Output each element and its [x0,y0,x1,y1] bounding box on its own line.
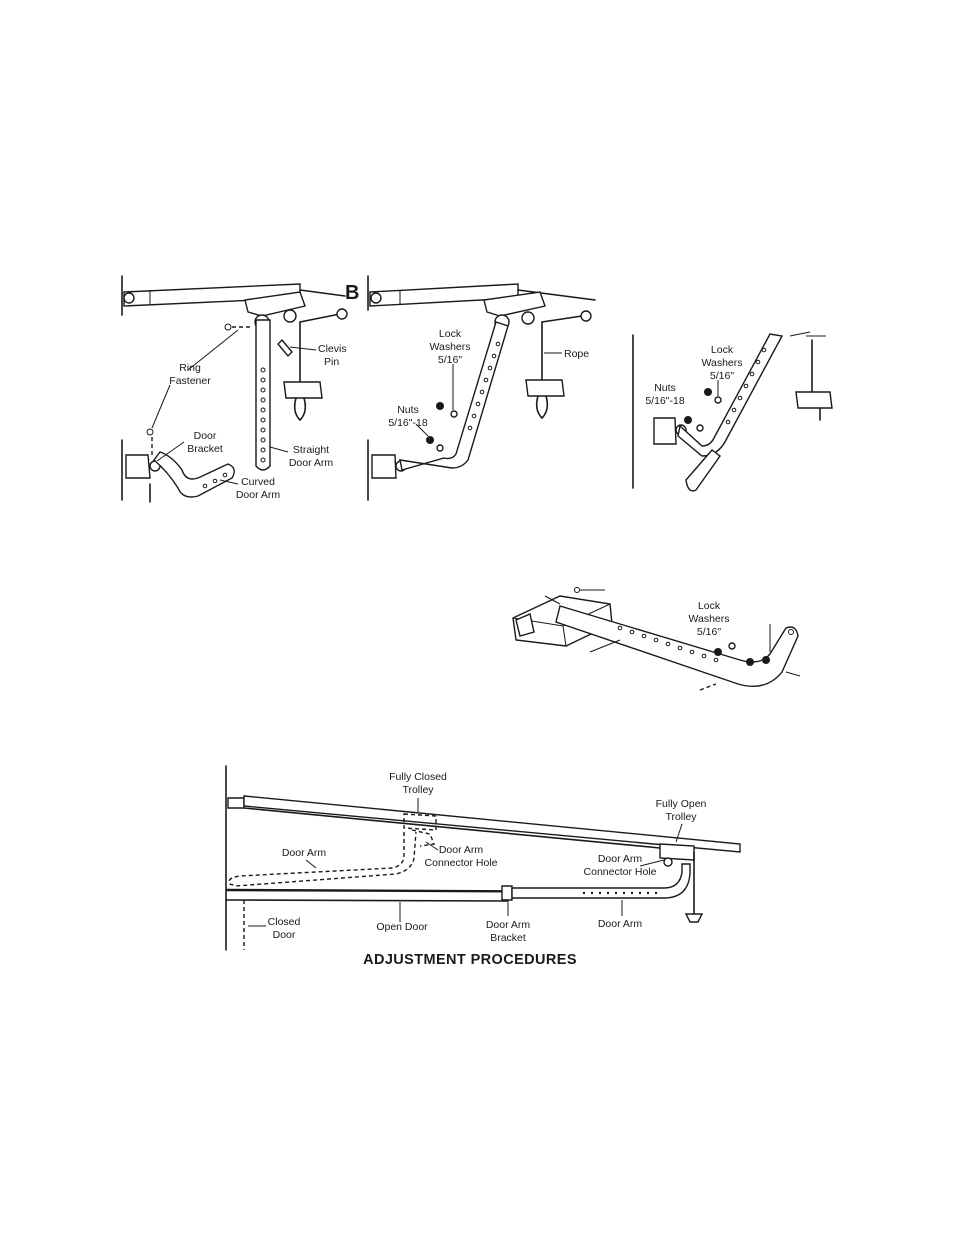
svg-text:5/16": 5/16" [697,626,721,638]
svg-text:Ring: Ring [179,362,201,374]
open-door-label: Open Door [376,921,428,933]
panel-e-arm-holes [582,891,658,895]
panel-c-lock-washers-label: Lock Washers 5/16" [701,344,742,382]
adjustment-procedures-caption: ADJUSTMENT PROCEDURES [363,952,577,968]
svg-text:5/16": 5/16" [710,370,734,382]
svg-text:5/16": 5/16" [438,354,462,366]
svg-text:Bracket: Bracket [187,443,223,455]
panel-b-lock-washers-label: Lock Washers 5/16" [429,328,470,366]
ring-fastener-label: Ring Fastener [169,362,211,387]
door-arm-bracket-label: Door Arm Bracket [486,919,531,944]
closed-door-label: Closed Door [268,916,301,941]
panel-c-nuts-label: Nuts 5/16"-18 [645,382,684,407]
svg-text:Straight: Straight [293,444,329,456]
curved-door-arm-label: Curved Door Arm [236,476,281,501]
svg-text:Trolley: Trolley [402,784,434,796]
door-arm-connector-left-label: Door Arm Connector Hole [425,844,498,869]
panel-c-arm-holes [725,347,767,425]
panel-b-arm-holes [467,341,501,431]
svg-text:Trolley: Trolley [665,811,697,823]
svg-text:Door Arm: Door Arm [439,844,484,856]
panel-letter-b: B [345,282,359,304]
svg-text:Connector Hole: Connector Hole [584,866,657,878]
door-bracket-label: Door Bracket [187,430,223,455]
svg-text:Door: Door [194,430,217,442]
svg-text:Bracket: Bracket [490,932,526,944]
svg-text:Door Arm: Door Arm [289,457,334,469]
svg-text:Nuts: Nuts [397,404,419,416]
panel-e-adjustment-layout: Fully Closed Trolley Fully Open Trolley … [225,765,741,968]
svg-text:Door: Door [273,929,296,941]
svg-text:Door Arm: Door Arm [598,853,643,865]
straight-arm-holes [260,367,266,463]
svg-text:Washers: Washers [688,613,729,625]
svg-text:Fully Open: Fully Open [656,798,707,810]
svg-text:Nuts: Nuts [654,382,676,394]
panel-d-arm-on-bracket: Lock Washers 5/16" [512,587,801,691]
fully-open-trolley-label: Fully Open Trolley [656,798,707,823]
svg-text:Washers: Washers [701,357,742,369]
svg-text:Door Arm: Door Arm [486,919,531,931]
svg-text:Connector Hole: Connector Hole [425,857,498,869]
panel-a-straight-door-arm: B Ring Fastener Clevis Pin Door Bracket … [121,275,359,503]
panel-d-arm-holes [617,625,719,663]
panel-b-curved-door-arm: Lock Washers 5/16" Rope Nuts 5/16"-18 [367,275,596,501]
svg-text:Curved: Curved [241,476,275,488]
straight-door-arm-label: Straight Door Arm [289,444,334,469]
svg-text:Washers: Washers [429,341,470,353]
svg-text:Lock: Lock [698,600,721,612]
svg-text:Lock: Lock [711,344,734,356]
door-arm-left-label: Door Arm [282,847,327,859]
panel-c-arm-detail: Lock Washers 5/16" Nuts 5/16"-18 [632,331,833,492]
svg-text:5/16"-18: 5/16"-18 [388,417,427,429]
clevis-pin-label: Clevis Pin [318,343,347,368]
svg-text:Door Arm: Door Arm [236,489,281,501]
svg-text:Clevis: Clevis [318,343,347,355]
fully-closed-trolley-label: Fully Closed Trolley [389,771,447,796]
rope-label: Rope [564,348,589,360]
svg-text:Closed: Closed [268,916,301,928]
svg-text:Fastener: Fastener [169,375,211,387]
svg-text:5/16"-18: 5/16"-18 [645,395,684,407]
panel-d-lock-washers-label: Lock Washers 5/16" [688,600,729,638]
door-arm-connector-right-label: Door Arm Connector Hole [584,853,657,878]
svg-text:Pin: Pin [324,356,339,368]
door-arm-right-label: Door Arm [598,918,643,930]
svg-text:Fully Closed: Fully Closed [389,771,447,783]
panel-b-nuts-label: Nuts 5/16"-18 [388,404,427,429]
svg-text:Lock: Lock [439,328,462,340]
